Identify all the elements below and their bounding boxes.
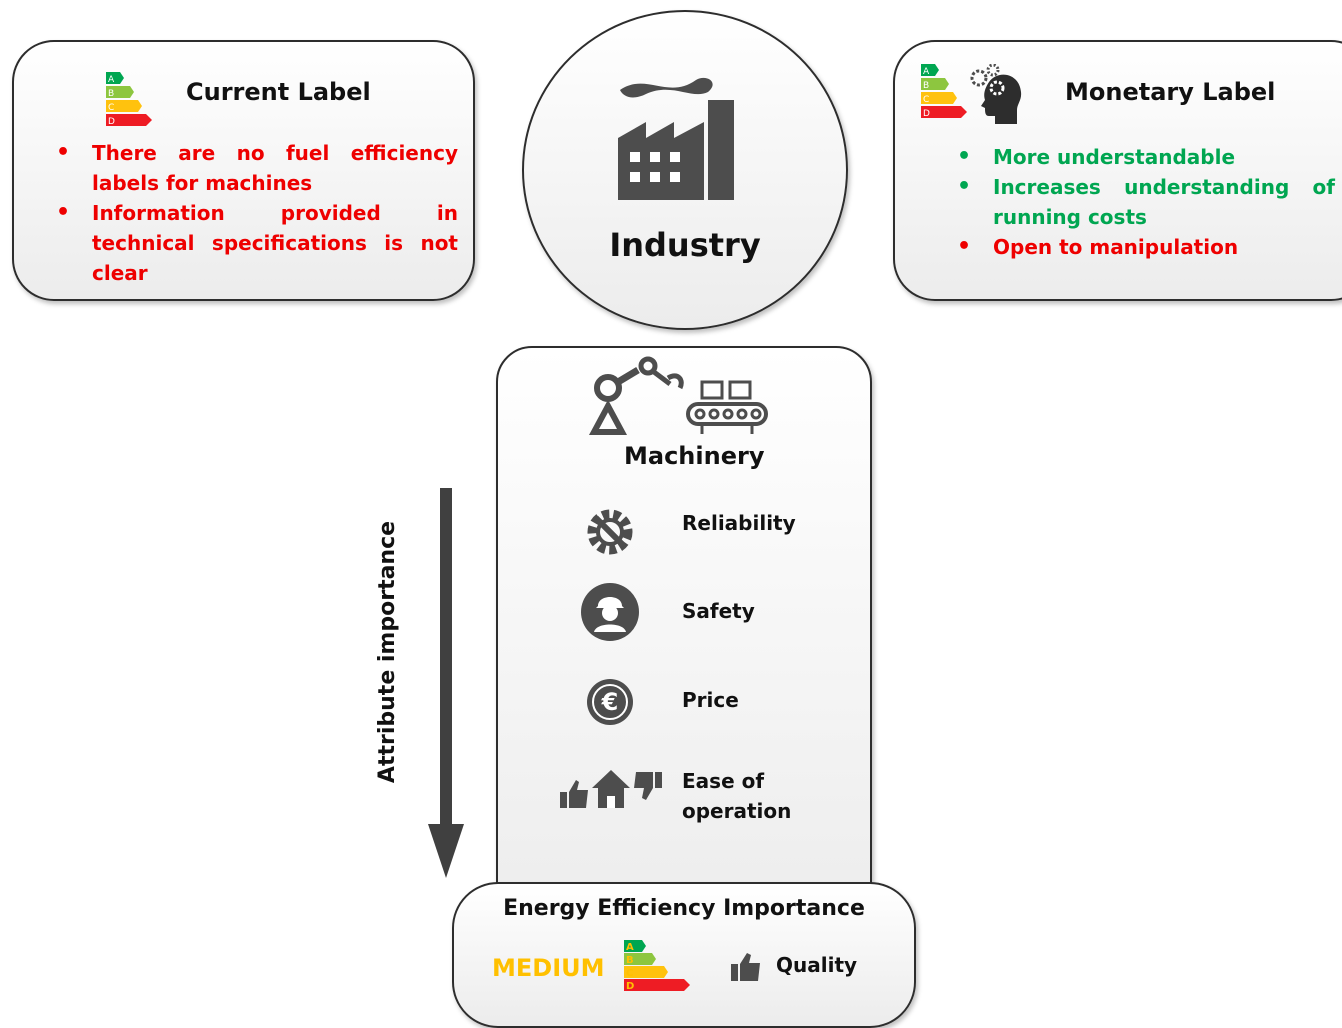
- robot-arm-conveyor-icon: [588, 356, 768, 435]
- attribute-importance-label: Attribute importance: [375, 520, 400, 784]
- energy-label-icon: A B C D: [106, 72, 152, 127]
- energy-scale-letter: A: [923, 67, 930, 77]
- attribute-label-safety: Safety: [682, 599, 755, 623]
- attribute-label-reliability: Reliability: [682, 511, 796, 535]
- energy-label-icon: A B C D: [624, 940, 690, 992]
- energy-scale-letter: C: [108, 103, 114, 113]
- energy-efficiency-quality: Quality: [776, 953, 858, 977]
- industry-circle: Industry: [522, 10, 848, 330]
- factory-icon: [618, 77, 734, 200]
- monetary-label-title: Monetary Label: [1065, 78, 1276, 106]
- energy-scale-letter: D: [108, 117, 115, 127]
- current-label-bullet: Information provided in technical specif…: [56, 198, 458, 288]
- head-gears-icon: [970, 64, 1022, 124]
- energy-scale-letter: B: [108, 89, 114, 99]
- current-label-bullet: There are no fuel efficiency labels for …: [56, 138, 458, 198]
- gear-wrench-icon: [587, 509, 633, 555]
- machinery-panel: Machinery Reliability Safety € Price Eas…: [496, 346, 872, 946]
- energy-scale-letter: A: [108, 75, 115, 85]
- energy-efficiency-title: Energy Efficiency Importance: [503, 896, 865, 921]
- energy-efficiency-panel: Energy Efficiency Importance MEDIUM A B …: [452, 882, 916, 1028]
- svg-text:€: €: [601, 688, 619, 716]
- energy-scale-letter: C: [626, 968, 633, 979]
- current-label-panel: A B C D Current Label There are no fuel …: [12, 40, 475, 301]
- energy-label-icon: A B C D: [921, 64, 967, 119]
- thumbs-house-icon: [560, 770, 662, 808]
- worker-helmet-icon: [581, 583, 639, 641]
- energy-efficiency-level: MEDIUM: [492, 954, 605, 982]
- current-label-bullets: There are no fuel efficiency labels for …: [56, 138, 458, 288]
- euro-coin-icon: €: [587, 679, 633, 725]
- machinery-title: Machinery: [624, 442, 765, 470]
- importance-arrow: [428, 488, 464, 878]
- attribute-label-ease-of-operation: Ease of operation: [682, 769, 792, 823]
- attribute-label-price: Price: [682, 688, 739, 712]
- energy-scale-letter: C: [923, 95, 929, 105]
- energy-scale-letter: D: [626, 981, 634, 992]
- energy-scale-letter: B: [626, 955, 634, 966]
- current-label-title: Current Label: [186, 78, 371, 106]
- monetary-label-bullet: Increases understanding of running costs: [957, 172, 1335, 232]
- thumbs-up-icon: [731, 953, 760, 981]
- monetary-label-bullet: More understandable: [957, 142, 1335, 172]
- monetary-label-panel: A B C D Monetary Label More understandab…: [893, 40, 1342, 301]
- energy-scale-letter: A: [626, 942, 634, 953]
- monetary-label-bullets: More understandable Increases understand…: [957, 142, 1335, 262]
- energy-scale-letter: D: [923, 109, 930, 119]
- energy-scale-letter: B: [923, 81, 929, 91]
- monetary-label-bullet: Open to manipulation: [957, 232, 1335, 262]
- industry-title: Industry: [609, 226, 761, 264]
